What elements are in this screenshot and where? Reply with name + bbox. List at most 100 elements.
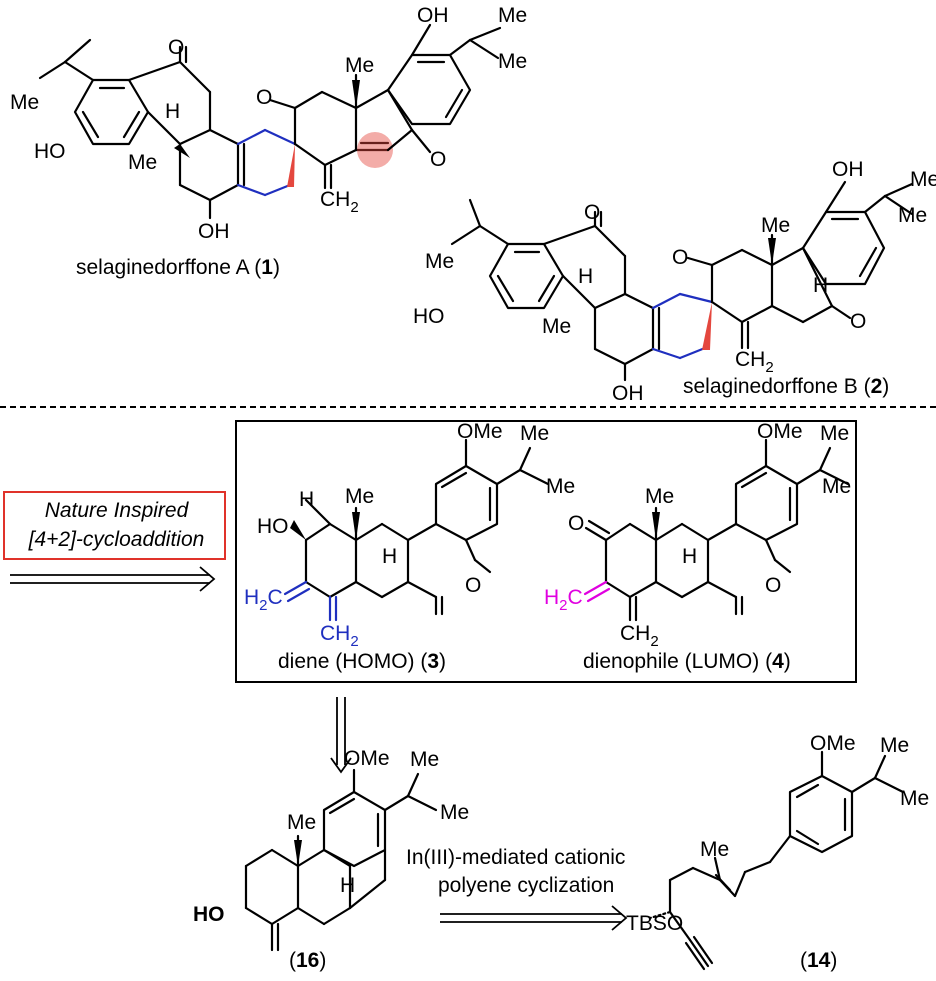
box-line-2: [4+2]-cycloaddition xyxy=(28,528,205,551)
c14-ome-label: OMe xyxy=(810,732,856,755)
c4-me3-label: Me xyxy=(822,475,851,498)
c1-ho-label: HO xyxy=(34,140,66,163)
c2-oh2-label: OH xyxy=(832,158,864,181)
c16-me2-label: Me xyxy=(440,801,469,824)
c14-tbso-label: TBSO xyxy=(626,912,683,935)
c1-o3-label: O xyxy=(430,148,446,171)
c4-caption-number: 4 xyxy=(772,650,784,673)
retro-arrow-down xyxy=(330,697,352,774)
c2-me-label: Me xyxy=(425,250,454,273)
c3-h2c-sub: 2 xyxy=(259,597,267,614)
compound-4-structure xyxy=(583,438,850,622)
c4-h2c-c: C xyxy=(568,586,583,609)
c2-me5-label: Me xyxy=(898,204,927,227)
c16-me-label: Me xyxy=(410,748,439,771)
c2-o3-label: O xyxy=(850,310,866,333)
c1-me2-label: Me xyxy=(128,151,157,174)
compound-14-structure xyxy=(648,750,905,971)
c2-h-label: H xyxy=(578,265,593,288)
c16-caption-number: 16 xyxy=(296,949,319,972)
c4-o-label: O xyxy=(568,512,584,535)
c1-me-label: Me xyxy=(10,91,39,114)
c4-h2c-label: H2C xyxy=(544,586,583,614)
c4-h2c-h: H xyxy=(544,586,559,609)
c2-me4-label: Me xyxy=(910,168,936,191)
precursor-frame xyxy=(235,420,857,683)
c1-ch2-sub: 2 xyxy=(350,199,358,216)
c4-caption-name: dienophile (LUMO) ( xyxy=(583,650,772,673)
c1-me5-label: Me xyxy=(498,50,527,73)
c4-ch2-label: CH2 xyxy=(620,622,659,650)
c16-ho-label: HO xyxy=(193,903,225,926)
c3-me-label: Me xyxy=(345,485,374,508)
c3-ome-label: OMe xyxy=(457,420,503,443)
compound-2-structure xyxy=(450,180,914,382)
nature-inspired-box: Nature Inspired [4+2]-cycloaddition xyxy=(3,491,226,560)
c16-h-label: H xyxy=(340,874,355,897)
compound-3-structure xyxy=(283,438,550,622)
c2-o-label: O xyxy=(584,201,600,224)
c1-ketone-o: O xyxy=(168,36,184,59)
c4-ch2-sub: 2 xyxy=(650,633,658,650)
c3-ch2-label: CH2 xyxy=(320,622,359,650)
c3-o-label: O xyxy=(465,574,481,597)
retro-arrow-left xyxy=(10,566,216,592)
c1-caption-name: selaginedorffone A ( xyxy=(76,256,261,279)
reaction-line-1: In(III)-mediated cationic xyxy=(406,846,625,869)
compound-16-structure xyxy=(244,768,438,952)
c3-caption-number: 3 xyxy=(427,650,439,673)
c3-caption-close: ) xyxy=(439,650,446,673)
c3-h2-label: H xyxy=(382,545,397,568)
c14-caption-open: ( xyxy=(800,949,807,972)
c3-h2c-c: C xyxy=(268,586,283,609)
c14-caption-number: 14 xyxy=(807,949,831,972)
c4-me-label: Me xyxy=(645,485,674,508)
c4-o2-label: O xyxy=(765,574,781,597)
compound-2-caption: selaginedorffone B (2) xyxy=(683,375,889,398)
c1-caption-number: 1 xyxy=(261,256,273,279)
c2-ch2-label: CH2 xyxy=(735,348,774,376)
c1-oh-label: OH xyxy=(198,220,230,243)
c2-ch2-sub: 2 xyxy=(765,359,773,376)
c16-caption-close: ) xyxy=(319,949,326,972)
c4-h2c-sub: 2 xyxy=(559,597,567,614)
box-line-1: Nature Inspired xyxy=(44,499,189,522)
c1-oh2-label: OH xyxy=(417,4,449,27)
c2-ch2-ch: CH xyxy=(735,348,765,371)
retro-arrow-bottom xyxy=(440,905,628,931)
c2-caption-close: ) xyxy=(882,375,889,398)
c1-me3-label: Me xyxy=(345,54,374,77)
compound-4-caption: dienophile (LUMO) (4) xyxy=(583,650,791,673)
c3-me2-label: Me xyxy=(520,422,549,445)
c14-me-label: Me xyxy=(880,734,909,757)
c4-caption-close: ) xyxy=(784,650,791,673)
c2-o2-label: O xyxy=(672,246,688,269)
c1-ch2-ch: CH xyxy=(320,188,350,211)
c2-me3-label: Me xyxy=(761,214,790,237)
c2-oh-label: OH xyxy=(612,382,644,405)
compound-14-caption: (14) xyxy=(800,949,837,972)
c3-h2c-label: H2C xyxy=(244,586,283,614)
c1-caption-close: ) xyxy=(273,256,280,279)
compound-3-caption: diene (HOMO) (3) xyxy=(278,650,446,673)
c1-ch2-label: CH2 xyxy=(320,188,359,216)
c2-caption-name: selaginedorffone B ( xyxy=(683,375,871,398)
c3-caption-name: diene (HOMO) ( xyxy=(278,650,427,673)
c2-me2-label: Me xyxy=(542,315,571,338)
c2-h2-label: H xyxy=(813,274,828,297)
c3-me3-label: Me xyxy=(546,475,575,498)
c4-ch2-ch: CH xyxy=(620,622,650,645)
c3-ho-label: HO xyxy=(257,515,289,538)
compound-1-structure xyxy=(38,23,502,220)
c3-h2c-h: H xyxy=(244,586,259,609)
c14-me2-label: Me xyxy=(900,787,929,810)
c1-h-label: H xyxy=(165,100,180,123)
c2-caption-number: 2 xyxy=(871,375,883,398)
c2-ho-label: HO xyxy=(413,305,445,328)
c16-me3-label: Me xyxy=(287,811,316,834)
compound-1-caption: selaginedorffone A (1) xyxy=(76,256,280,279)
c3-ch2-ch: CH xyxy=(320,622,350,645)
c14-me3-label: Me xyxy=(700,838,729,861)
c4-ome-label: OMe xyxy=(757,420,803,443)
